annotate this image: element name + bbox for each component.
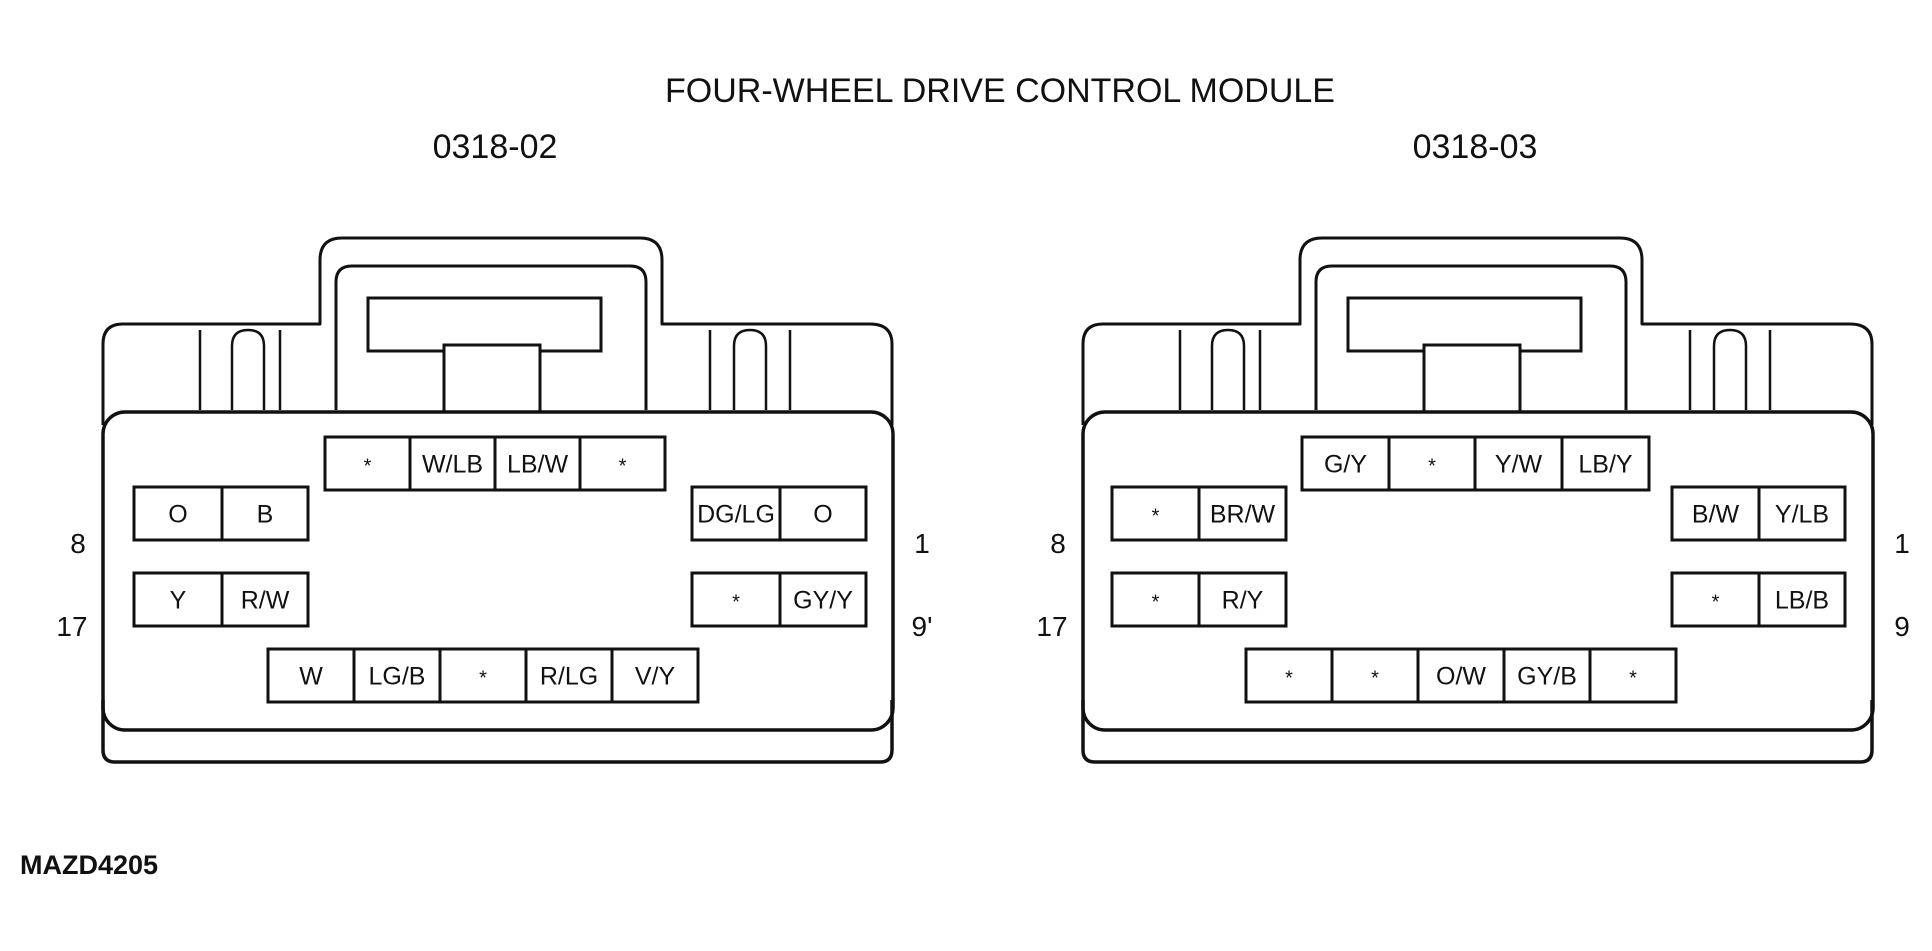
- connector-0318-02: * W/LB LB/W * O B Y R/W DG/LG O * GY/Y W LG/B * R/LG V/Y…: [56, 236, 933, 764]
- pin-wire-color: *: [479, 668, 487, 690]
- pin-cell: [1670, 485, 1761, 542]
- latch-loop: [1314, 264, 1628, 410]
- pin-wire-color: *: [1285, 668, 1293, 690]
- pin-cell: [220, 485, 310, 542]
- pin-wire-color: Y/LB: [1775, 501, 1829, 529]
- pin-cell: [1197, 571, 1288, 628]
- connector-0318-03: G/Y * Y/W LB/Y * BR/W * R/Y B/W Y/LB * LB/B * * O/W GY/…: [1036, 236, 1910, 764]
- pin-wire-color: R/W: [241, 587, 290, 615]
- pin-cell: [220, 571, 310, 628]
- pin-number-label: 9: [1894, 611, 1910, 642]
- pin-wire-color: V/Y: [635, 663, 676, 691]
- housing-back-shell: [1081, 236, 1874, 425]
- pin-wire-color: G/Y: [1324, 451, 1367, 479]
- pin-cell: [1416, 647, 1506, 704]
- figure-id: MAZD4205: [20, 850, 158, 880]
- rib-left-2: [1210, 328, 1246, 410]
- pin-number-label: 1: [914, 528, 930, 559]
- pin-number-label: 1: [1894, 528, 1910, 559]
- pin-wire-color: W/LB: [422, 451, 483, 479]
- pin-cell: [778, 571, 868, 628]
- pin-cell: [1757, 485, 1847, 542]
- pin-wire-color: *: [619, 456, 627, 478]
- pin-wire-color: O: [168, 501, 187, 529]
- pin-number-label: 17: [56, 611, 87, 642]
- pin-wire-color: LB/Y: [1578, 451, 1633, 479]
- pin-wire-color: *: [732, 592, 740, 614]
- connector-base-flange: [101, 700, 894, 764]
- latch-loop: [334, 264, 648, 410]
- pin-wire-color: LB/B: [1775, 587, 1829, 615]
- pin-wire-color: BR/W: [1210, 501, 1276, 529]
- pin-cell: [266, 647, 356, 704]
- pin-wire-color: O: [813, 501, 832, 529]
- pin-cell: [493, 435, 582, 492]
- pin-cell: [1330, 647, 1420, 704]
- pin-cell: [1197, 485, 1288, 542]
- pin-wire-color: Y/W: [1495, 451, 1543, 479]
- pin-wire-color: GY/Y: [793, 587, 853, 615]
- latch-tab: [1422, 343, 1522, 415]
- connector-base-flange: [1081, 700, 1874, 764]
- pin-wire-color: LB/W: [507, 451, 569, 479]
- pin-cell: [1473, 435, 1564, 492]
- pin-cell: [1588, 647, 1678, 704]
- latch-tab: [442, 343, 542, 415]
- pin-wire-color: W: [299, 663, 323, 691]
- pin-wire-color: *: [1629, 668, 1637, 690]
- rib-left-2: [230, 328, 266, 410]
- pin-number-label: 9': [912, 611, 933, 642]
- pin-cell: [1502, 647, 1592, 704]
- pin-wire-color: Y: [170, 587, 187, 615]
- pin-cell: [578, 435, 667, 492]
- pin-cell: [778, 485, 868, 542]
- pin-wire-color: *: [364, 456, 372, 478]
- diagram-title: FOUR-WHEEL DRIVE CONTROL MODULE: [665, 72, 1335, 110]
- pin-wire-color: B/W: [1692, 501, 1740, 529]
- connector-name-0318-03: 0318-03: [1413, 128, 1538, 166]
- pin-wire-color: O/W: [1436, 663, 1486, 691]
- pin-wire-color: LG/B: [369, 663, 426, 691]
- housing-back-shell: [101, 236, 894, 425]
- rib-right-2: [732, 328, 768, 410]
- connector-name-0318-02: 0318-02: [433, 128, 558, 166]
- rib-right-2: [1712, 328, 1748, 410]
- pin-cell: [610, 647, 700, 704]
- pin-wire-color: R/Y: [1222, 587, 1264, 615]
- pin-cell: [1387, 435, 1477, 492]
- pin-wire-color: *: [1712, 592, 1720, 614]
- pin-cell: [132, 485, 224, 542]
- pin-cell: [524, 647, 614, 704]
- pin-cell: [690, 485, 782, 542]
- pin-cell: [1110, 485, 1201, 542]
- pin-cell: [690, 571, 782, 628]
- pin-wire-color: *: [1152, 592, 1160, 614]
- pin-cell: [1757, 571, 1847, 628]
- pin-number-label: 8: [70, 528, 86, 559]
- pin-cell: [1670, 571, 1761, 628]
- pin-wire-color: *: [1428, 456, 1436, 478]
- pin-wire-color: R/LG: [540, 663, 598, 691]
- pin-wire-color: *: [1371, 668, 1379, 690]
- pin-number-label: 8: [1050, 528, 1066, 559]
- pin-wire-color: B: [257, 501, 274, 529]
- pin-cell: [1560, 435, 1651, 492]
- pin-wire-color: DG/LG: [697, 501, 775, 529]
- pin-number-label: 17: [1036, 611, 1067, 642]
- pin-wire-color: GY/B: [1517, 663, 1577, 691]
- pin-wire-color: *: [1152, 506, 1160, 528]
